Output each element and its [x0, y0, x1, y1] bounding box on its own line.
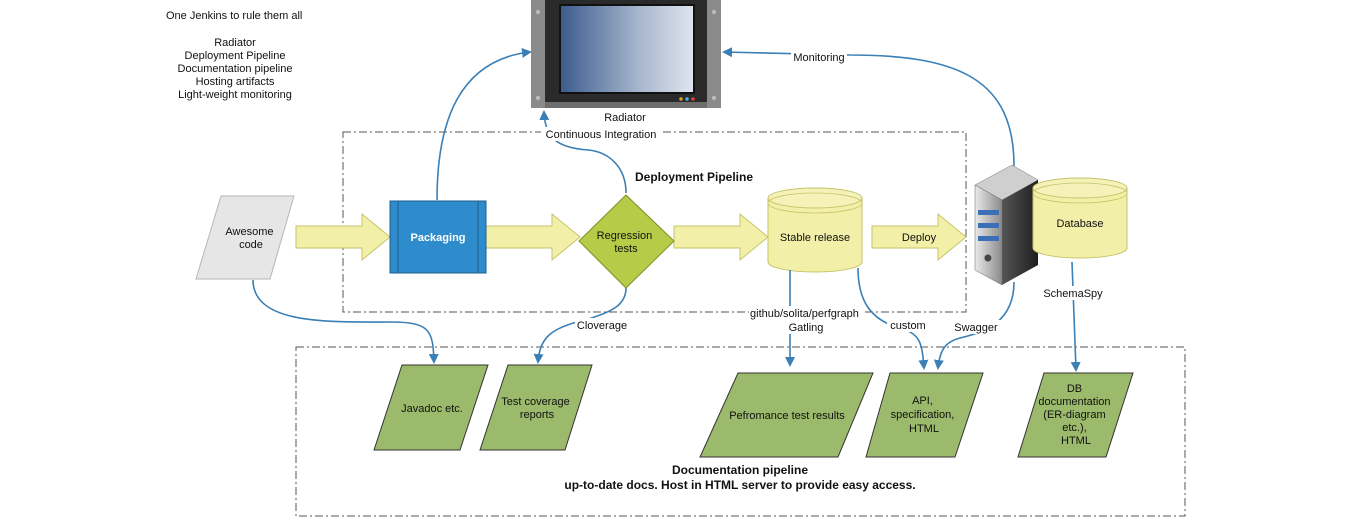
api-spec-line: HTML — [909, 423, 939, 435]
performance-results-node — [699, 372, 874, 458]
radiator-monitor-icon — [531, 0, 721, 108]
deployment-pipeline-title: Deployment Pipeline — [635, 170, 753, 184]
notes-panel: One Jenkins to rule them all Radiator De… — [150, 10, 320, 102]
db-docs-line: HTML — [1061, 435, 1091, 447]
database-node — [1032, 177, 1128, 259]
api-spec-label: API, specification, HTML — [891, 395, 958, 435]
api-spec-line: API, — [912, 395, 933, 407]
api-spec-node — [865, 372, 984, 458]
notes-item: Documentation pipeline — [177, 63, 293, 75]
database-label: Database — [1056, 218, 1103, 230]
stable-release-node — [767, 187, 863, 273]
regression-tests-label: Regression tests — [597, 230, 656, 255]
db-docs-node — [1017, 372, 1134, 458]
notes-item: Deployment Pipeline — [184, 50, 286, 62]
db-docs-line: (ER-diagram — [1043, 409, 1105, 421]
flow-arrow — [485, 212, 581, 262]
db-docs-line: DB — [1067, 383, 1082, 395]
test-coverage-line: Test coverage — [501, 396, 569, 408]
test-coverage-node — [479, 364, 593, 451]
awesome-code-line: code — [239, 239, 263, 251]
notes-item: Radiator — [214, 37, 256, 49]
regression-tests-line: tests — [614, 243, 638, 255]
documentation-pipeline-title: Documentation pipeline — [672, 463, 808, 477]
edge-label-cloverage: Cloverage — [577, 320, 627, 332]
documentation-pipeline-subtitle: up-to-date docs. Host in HTML server to … — [564, 478, 915, 492]
db-docs-line: documentation — [1038, 396, 1110, 408]
server-icon — [974, 164, 1039, 286]
notes-item: Light-weight monitoring — [178, 89, 292, 101]
deploy-arrow — [871, 212, 967, 262]
connector — [722, 47, 1015, 167]
edge-label-perfgraph-line: Gatling — [789, 322, 824, 334]
edge-label-perfgraph-line: github/solita/perfgraph — [750, 308, 859, 320]
javadoc-label: Javadoc etc. — [401, 403, 463, 415]
edge-label-perfgraph: github/solita/perfgraph Gatling — [750, 308, 862, 334]
awesome-code-label: Awesome code — [225, 226, 276, 251]
connector — [933, 281, 1015, 370]
connector — [539, 110, 627, 194]
edge-label-schemaspy: SchemaSpy — [1043, 288, 1103, 300]
packaging-label: Packaging — [410, 232, 465, 244]
db-docs-label: DB documentation (ER-diagram etc.), HTML — [1038, 383, 1113, 447]
packaging-node — [389, 200, 487, 274]
awesome-code-line: Awesome — [225, 226, 273, 238]
connector — [252, 279, 439, 364]
awesome-code-node — [195, 195, 295, 280]
notes-item: Hosting artifacts — [195, 76, 275, 88]
test-coverage-label: Test coverage reports — [501, 396, 573, 421]
edge-label-swagger: Swagger — [954, 322, 998, 334]
deploy-label: Deploy — [902, 232, 937, 244]
connector — [436, 47, 532, 201]
radiator-label: Radiator — [604, 112, 646, 124]
javadoc-node — [373, 364, 489, 451]
regression-tests-line: Regression — [597, 230, 653, 242]
flow-arrow — [295, 212, 391, 262]
db-docs-line: etc.), — [1062, 422, 1086, 434]
edge-label-custom: custom — [890, 320, 925, 332]
api-spec-line: specification, — [891, 409, 955, 421]
edge-label-monitoring: Monitoring — [793, 52, 844, 64]
connector — [1070, 261, 1081, 372]
edge-label-continuous-integration: Continuous Integration — [546, 129, 657, 141]
notes-title: One Jenkins to rule them all — [166, 10, 303, 22]
performance-results-label: Pefromance test results — [729, 410, 845, 422]
documentation-pipeline-group — [295, 346, 1186, 517]
test-coverage-line: reports — [520, 409, 555, 421]
stable-release-label: Stable release — [780, 232, 850, 244]
flow-arrow — [673, 212, 769, 262]
